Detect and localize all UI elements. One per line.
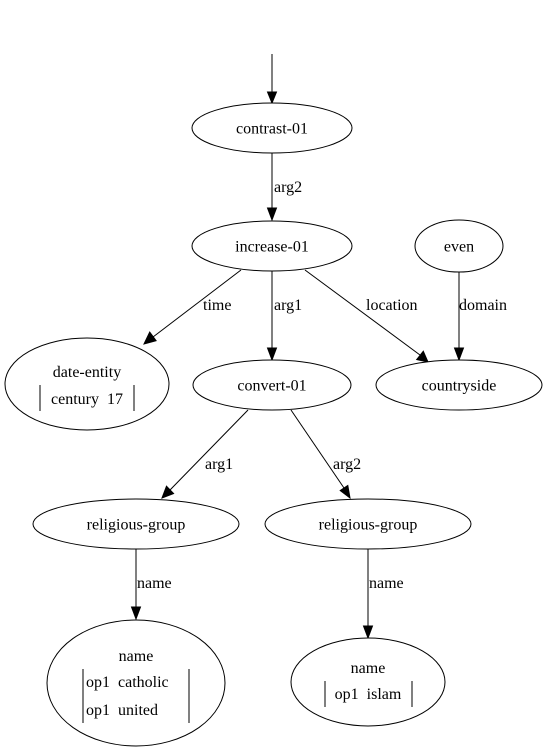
svg-text:even: even xyxy=(444,239,474,256)
edge-convert-religious-group-2: arg2 xyxy=(290,409,361,500)
edge-increase-convert: arg1 xyxy=(266,271,302,362)
svg-text:op1 islam: op1 islam xyxy=(335,686,402,703)
node-convert-01: convert-01 xyxy=(192,359,352,411)
root-edge xyxy=(266,54,278,105)
edge-label-arg1: arg1 xyxy=(205,456,233,473)
svg-text:contrast-01: contrast-01 xyxy=(236,121,308,138)
node-date-entity: date-entity century 17 xyxy=(4,337,170,431)
edge-even-countryside: domain xyxy=(453,272,507,362)
svg-text:convert-01: convert-01 xyxy=(237,378,306,395)
svg-text:op1 catholic: op1 catholic xyxy=(86,674,169,691)
edge-religious-group-2-name: name xyxy=(362,549,404,640)
node-name-catholic: name op1 catholic op1 united xyxy=(46,619,226,747)
edge-label-location: location xyxy=(366,297,418,314)
edge-convert-religious-group-1: arg1 xyxy=(161,409,249,499)
node-countryside: countryside xyxy=(375,359,543,411)
edge-religious-group-1-name: name xyxy=(130,549,172,621)
edge-increase-date-entity: time xyxy=(143,269,242,345)
svg-text:century 17: century 17 xyxy=(51,391,123,408)
node-religious-group-1: religious-group xyxy=(32,498,240,550)
svg-text:increase-01: increase-01 xyxy=(235,239,309,256)
svg-text:name: name xyxy=(351,660,386,677)
edge-label-arg1: arg1 xyxy=(274,297,302,314)
edge-label-arg2: arg2 xyxy=(333,456,361,473)
svg-text:countryside: countryside xyxy=(422,378,497,395)
node-name-islam: name op1 islam xyxy=(290,637,446,727)
edge-label-arg2: arg2 xyxy=(274,179,302,196)
svg-text:date-entity: date-entity xyxy=(53,364,121,381)
node-even: even xyxy=(414,219,504,273)
node-contrast-01: contrast-01 xyxy=(191,102,353,154)
edge-label-name: name xyxy=(137,575,172,592)
edge-contrast-increase: arg2 xyxy=(266,153,302,222)
node-religious-group-2: religious-group xyxy=(264,498,472,550)
edge-label-name: name xyxy=(369,575,404,592)
svg-text:religious-group: religious-group xyxy=(319,517,418,534)
edge-increase-countryside: location xyxy=(304,269,429,363)
svg-text:name: name xyxy=(119,648,154,665)
node-increase-01: increase-01 xyxy=(191,220,353,272)
svg-text:op1 united: op1 united xyxy=(86,702,158,719)
edge-label-time: time xyxy=(203,297,231,314)
svg-text:religious-group: religious-group xyxy=(87,517,186,534)
edge-label-domain: domain xyxy=(459,297,507,314)
